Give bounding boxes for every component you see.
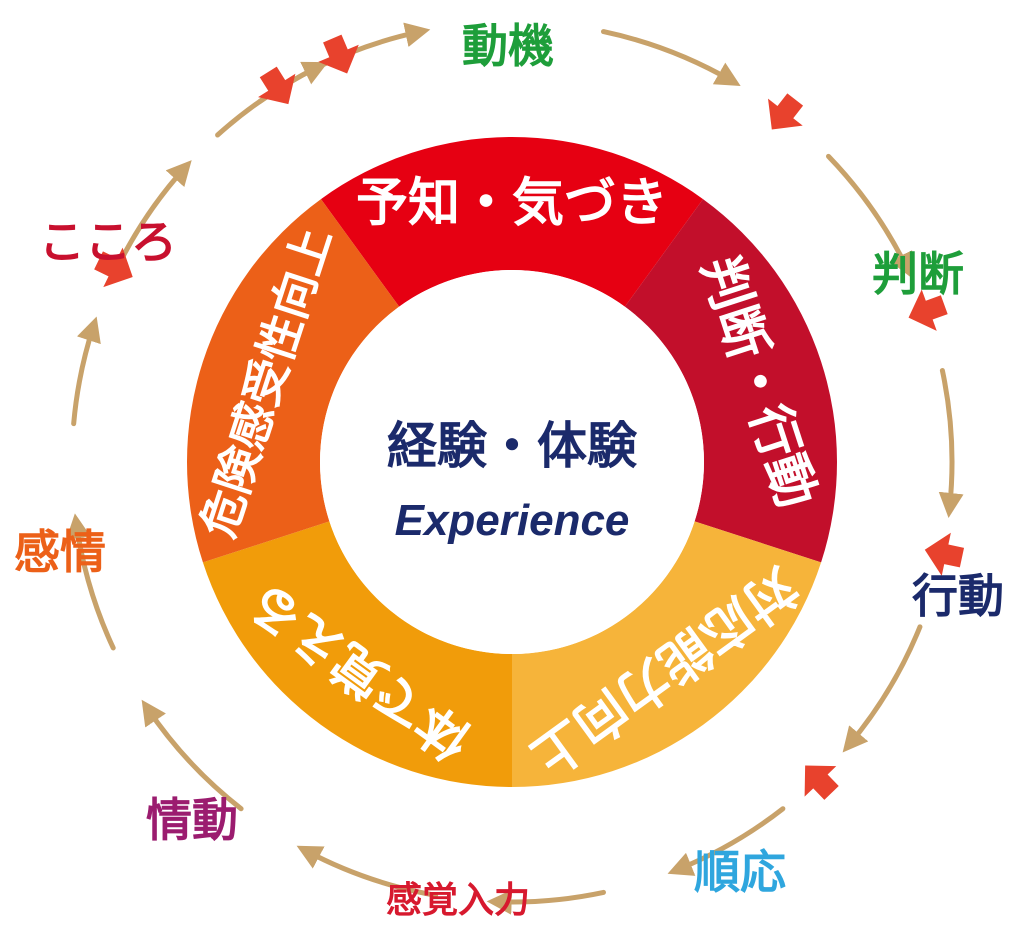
- red-markers: [94, 34, 965, 800]
- center-disk: [320, 270, 704, 654]
- cycle-label-feeling: 感情: [14, 525, 106, 579]
- direction-marker: [804, 765, 839, 800]
- ring-segment: [320, 137, 704, 307]
- cycle-arrow: [938, 368, 964, 518]
- direction-marker: [768, 93, 804, 130]
- cycle-arrow: [141, 699, 244, 812]
- cycle-arrow: [296, 845, 439, 898]
- cycle-label-adaptation: 順応: [694, 845, 786, 899]
- direction-marker: [318, 34, 359, 74]
- center-subtitle: Experience: [395, 496, 630, 545]
- ring-segment: [202, 521, 513, 787]
- cycle-label-kokoro: こころ: [39, 215, 177, 269]
- cycle-label-sensory-input: 感覚入力: [386, 880, 530, 921]
- direction-marker: [258, 66, 296, 105]
- cycle-arrow: [826, 153, 913, 279]
- cycle-arrow: [486, 889, 606, 915]
- center-title: 経験・体験: [387, 417, 638, 475]
- ring-segment: [624, 199, 838, 563]
- cycle-label-judgment: 判断: [872, 247, 964, 301]
- cycle-label-motive: 動機: [462, 19, 554, 73]
- cycle-arrow: [600, 29, 741, 86]
- direction-marker: [924, 532, 965, 576]
- ring-segment: [512, 521, 822, 787]
- cycle-arrow: [65, 513, 116, 651]
- cycle-label-action: 行動: [912, 569, 1004, 623]
- ring-segment-label: 予知・気づき: [356, 174, 668, 234]
- cycle-arrow: [842, 624, 923, 753]
- cycle-arrow: [71, 316, 101, 427]
- direction-marker: [908, 289, 948, 331]
- ring-segment: [186, 199, 400, 563]
- cycle-arrow: [667, 806, 786, 876]
- direction-marker: [94, 247, 133, 288]
- cycle-label-emotion-arousal: 情動: [146, 793, 238, 847]
